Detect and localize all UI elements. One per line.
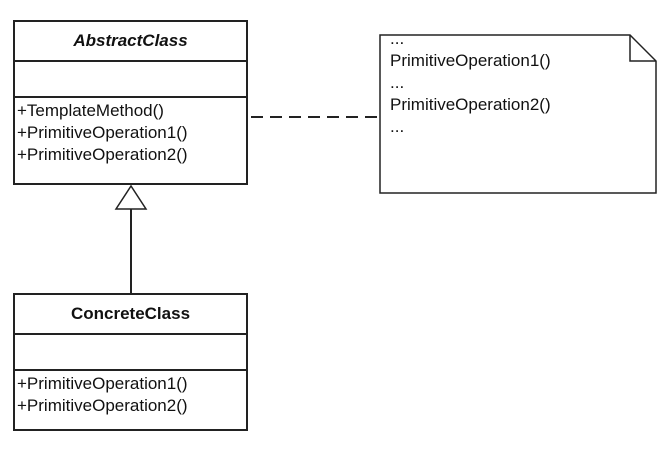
note-fold — [629, 35, 656, 62]
note-shape — [379, 34, 657, 194]
note-line: ... — [390, 117, 405, 136]
operation: +TemplateMethod() — [17, 101, 164, 120]
note-line: PrimitiveOperation1() — [390, 51, 551, 70]
concrete-class-operations: +PrimitiveOperation1() +PrimitiveOperati… — [15, 371, 246, 419]
note-line: ... — [390, 73, 405, 92]
inheritance-arrowhead — [114, 184, 148, 210]
concrete-class-name: ConcreteClass — [15, 295, 246, 335]
abstract-class-name: AbstractClass — [15, 22, 246, 62]
operation: +PrimitiveOperation1() — [17, 374, 188, 393]
abstract-class-operations: +TemplateMethod() +PrimitiveOperation1()… — [15, 98, 246, 168]
abstract-class-attributes — [15, 62, 246, 98]
abstract-class-box: AbstractClass +TemplateMethod() +Primiti… — [13, 20, 248, 185]
concrete-class-box: ConcreteClass +PrimitiveOperation1() +Pr… — [13, 293, 248, 431]
operation: +PrimitiveOperation1() — [17, 123, 188, 142]
note-line: PrimitiveOperation2() — [390, 95, 551, 114]
note-line: ... — [390, 29, 405, 48]
operation: +PrimitiveOperation2() — [17, 145, 188, 164]
concrete-class-attributes — [15, 335, 246, 371]
operation: +PrimitiveOperation2() — [17, 396, 188, 415]
note-content: ... PrimitiveOperation1() ... PrimitiveO… — [390, 28, 630, 138]
